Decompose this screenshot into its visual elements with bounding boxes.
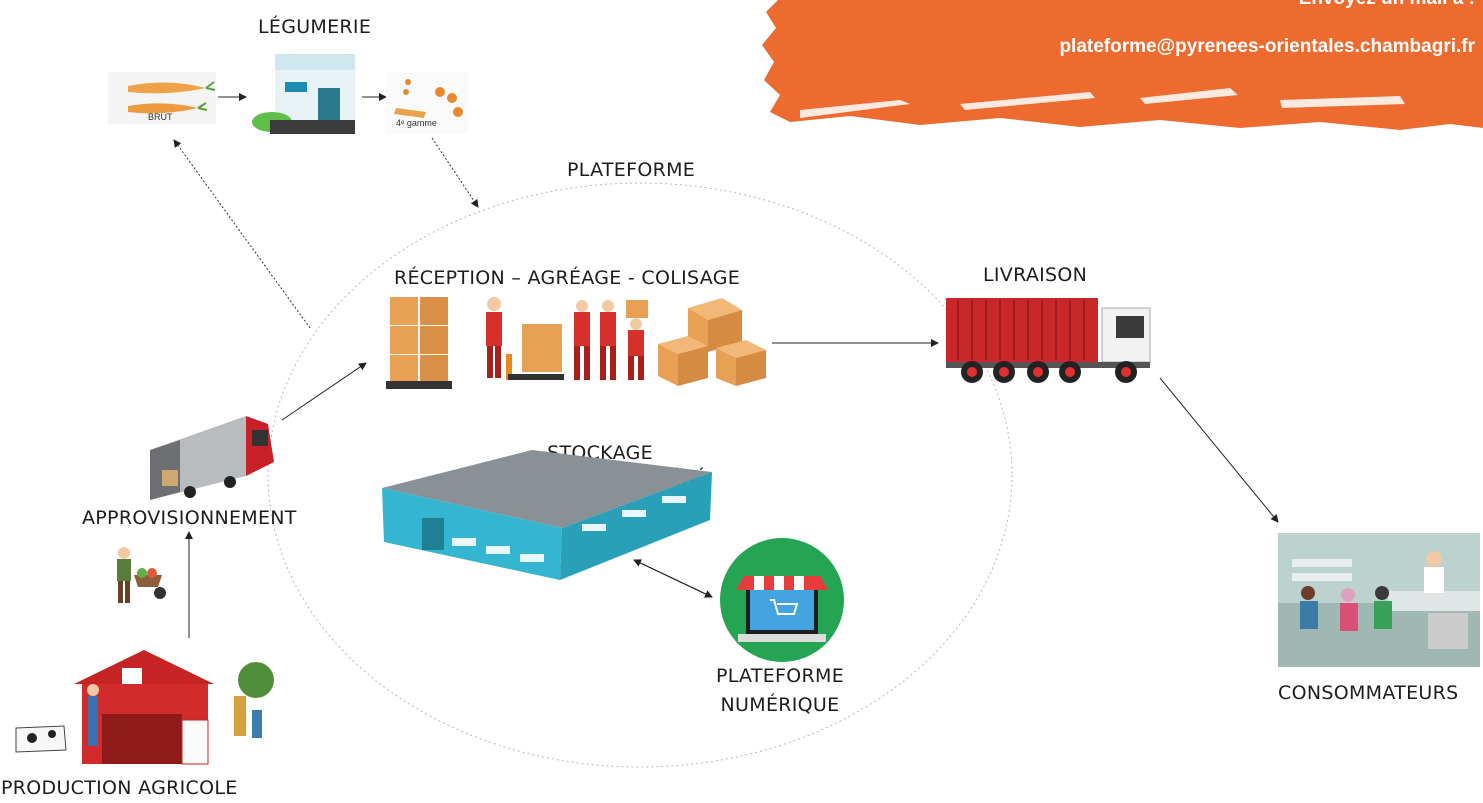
canteen-consumers-icon [1278, 533, 1480, 667]
contact-banner: Envoyez un mail à : plateforme@pyrenees-… [760, 0, 1483, 130]
legumerie-title: LÉGUMERIE [258, 16, 372, 38]
gamme-label: 4ᵉ gamme [396, 118, 437, 128]
factory-icon [250, 44, 360, 136]
chopped-vegetables-icon: 4ᵉ gamme [386, 72, 468, 134]
brut-label: BRUT [148, 112, 173, 122]
consommateurs-title: CONSOMMATEURS [1278, 682, 1459, 704]
brush-stroke-shape [762, 0, 1483, 130]
supply-truck-icon [150, 410, 280, 500]
plateforme-title: PLATEFORME [567, 159, 696, 181]
contact-email-link[interactable]: plateforme@pyrenees-orientales.chambagri… [1059, 36, 1475, 57]
plateforme-numerique-title: PLATEFORME NUMÉRIQUE [695, 662, 865, 720]
production-agricole-title: PRODUCTION AGRICOLE [1, 777, 238, 799]
plateforme-numerique-line-2: NUMÉRIQUE [720, 694, 840, 716]
farmer-wheelbarrow-icon [110, 545, 170, 605]
plateforme-boundary [267, 182, 1013, 768]
barn-farm-icon [4, 640, 284, 768]
workers-carrying-boxes-icon [480, 294, 660, 386]
ecommerce-laptop-icon [718, 538, 846, 662]
reception-title: RÉCEPTION – AGRÉAGE - COLISAGE [394, 267, 741, 289]
boxes-pallet-icon [386, 295, 452, 391]
carrots-icon: BRUT [108, 72, 216, 124]
contact-line-1: Envoyez un mail à : [1299, 0, 1475, 10]
livraison-title: LIVRAISON [983, 264, 1088, 286]
cartons-icon [658, 298, 766, 386]
plateforme-numerique-line-1: PLATEFORME [715, 665, 845, 687]
approvisionnement-title: APPROVISIONNEMENT [82, 507, 297, 529]
delivery-truck-icon [946, 288, 1156, 388]
warehouse-icon [382, 432, 712, 582]
